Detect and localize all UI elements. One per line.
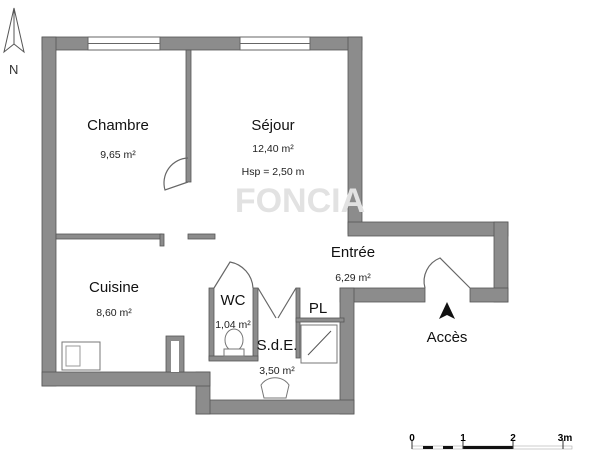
- room-area: 3,50 m²: [259, 365, 295, 377]
- north-compass-icon: N: [3, 7, 25, 77]
- room-name: WC: [221, 292, 246, 309]
- scale-tick: 1: [460, 433, 466, 444]
- room-name: Séjour: [251, 117, 294, 134]
- scale-tick: 2: [510, 433, 516, 444]
- kitchen-sink-icon: [61, 341, 101, 371]
- toilet-icon: [223, 328, 245, 357]
- door-entrance: [423, 257, 471, 289]
- window: [87, 36, 161, 51]
- door-chambre: [163, 157, 189, 191]
- scale-tick: 3m: [558, 433, 573, 444]
- north-label: N: [9, 62, 18, 77]
- sink-icon: [260, 377, 290, 399]
- room-name: Cuisine: [89, 279, 139, 296]
- access-arrow-icon: [439, 302, 455, 319]
- room-note: Hsp = 2,50 m: [242, 166, 305, 178]
- room-name: Entrée: [331, 244, 375, 261]
- door-sde: [257, 287, 297, 319]
- scale-bar: 0 1 2 3m: [409, 433, 573, 450]
- room-name: PL: [309, 300, 327, 317]
- scale-tick: 0: [409, 433, 415, 444]
- access-label: Accès: [427, 329, 468, 346]
- room-area: 12,40 m²: [252, 143, 294, 155]
- room-area: 8,60 m²: [96, 307, 132, 319]
- walls: [41, 36, 509, 415]
- room-area: 6,29 m²: [335, 272, 371, 284]
- watermark: FONCIA: [235, 182, 365, 220]
- door-wc: [213, 261, 254, 289]
- window: [239, 36, 311, 51]
- room-area: 1,04 m²: [215, 319, 251, 331]
- room-area: 9,65 m²: [100, 149, 136, 161]
- room-name: S.d.E.: [257, 337, 298, 354]
- room-name: Chambre: [87, 117, 149, 134]
